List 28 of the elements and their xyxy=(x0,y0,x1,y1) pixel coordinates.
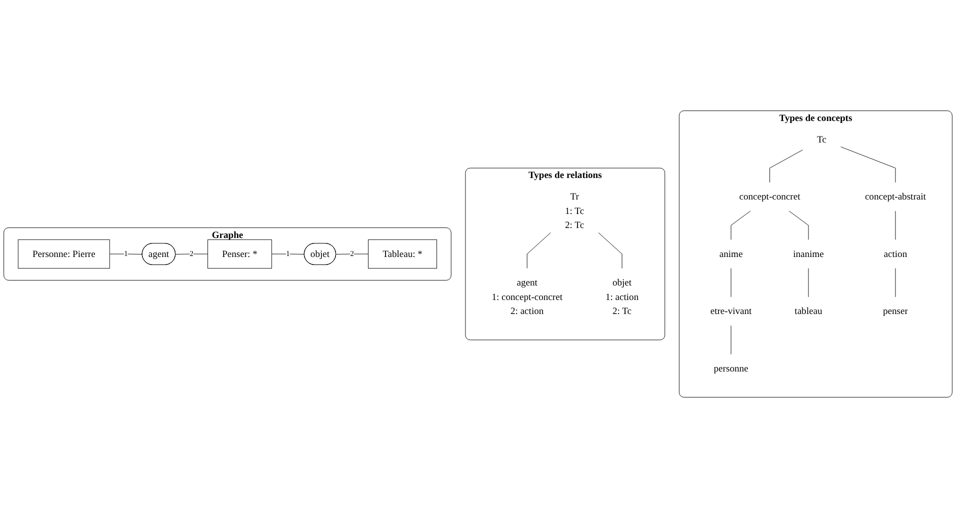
node-text: Tc xyxy=(817,134,826,145)
node-text: etre-vivant xyxy=(710,306,752,317)
node-text: objet xyxy=(612,277,632,288)
node-label: 1: Tc xyxy=(565,206,584,216)
node-label: 2: Tc xyxy=(565,220,584,231)
connector xyxy=(526,232,551,269)
node-text: Tr xyxy=(570,191,579,202)
node-text: concept-concret xyxy=(739,191,800,202)
node-text: agent xyxy=(516,277,538,288)
node-text: tableau xyxy=(794,306,822,317)
node-text: penser xyxy=(882,306,908,317)
node-label: 2: Tc xyxy=(612,306,632,317)
node-label: 1: action xyxy=(605,292,639,302)
node-text: action xyxy=(884,248,908,260)
node-text: inanime xyxy=(793,248,824,260)
node-box: Tableau: * xyxy=(368,239,438,269)
node-text: anime xyxy=(719,248,743,260)
node-box: Personne: Pierre xyxy=(18,239,110,269)
node-label: 1: concept-concret xyxy=(492,292,562,302)
connector xyxy=(598,232,622,269)
connector xyxy=(840,146,896,183)
node-box: Penser: * xyxy=(208,239,272,269)
node-text: personne xyxy=(714,363,748,374)
node-label: 2: action xyxy=(510,306,544,317)
connector xyxy=(788,210,809,240)
node-text: concept-abstrait xyxy=(864,191,926,202)
connector xyxy=(770,150,803,183)
connector xyxy=(730,210,751,240)
